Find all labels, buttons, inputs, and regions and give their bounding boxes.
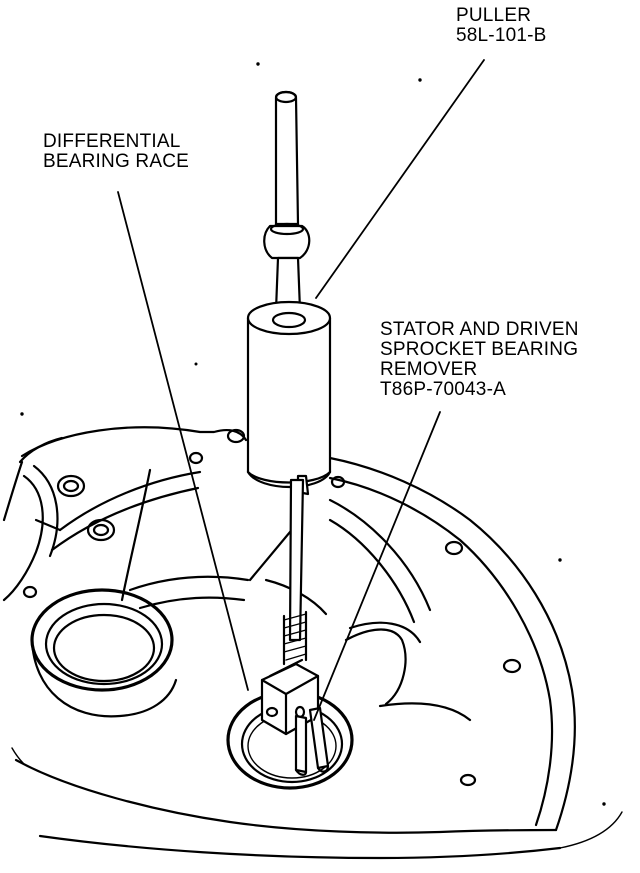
remover-label-line1: STATOR AND DRIVEN <box>380 319 579 340</box>
remover-leader <box>313 411 441 721</box>
case-outline <box>2 426 623 860</box>
bolt-bosses <box>22 428 522 787</box>
differential-bearing-race-label: DIFFERENTIAL BEARING RACE <box>43 132 189 172</box>
puller-label: PULLER 58L-101-B <box>456 6 547 46</box>
left-bore <box>30 588 178 718</box>
puller-label-name: PULLER <box>456 5 532 26</box>
remover-part-number: T86P-70043-A <box>380 379 506 400</box>
remover-adapter <box>260 658 330 776</box>
race-label-line2: BEARING RACE <box>43 151 189 172</box>
stator-remover-label: STATOR AND DRIVEN SPROCKET BEARING REMOV… <box>380 320 579 400</box>
race-leader <box>117 191 249 691</box>
remover-label-line3: REMOVER <box>380 359 478 380</box>
puller-part-number: 58L-101-B <box>456 25 547 46</box>
race-label-line1: DIFFERENTIAL <box>43 131 181 152</box>
puller-tool <box>246 90 332 666</box>
specks <box>20 62 606 806</box>
puller-leader <box>315 59 485 299</box>
remover-label-line2: SPROCKET BEARING <box>380 339 579 360</box>
leader-lines <box>117 59 485 721</box>
